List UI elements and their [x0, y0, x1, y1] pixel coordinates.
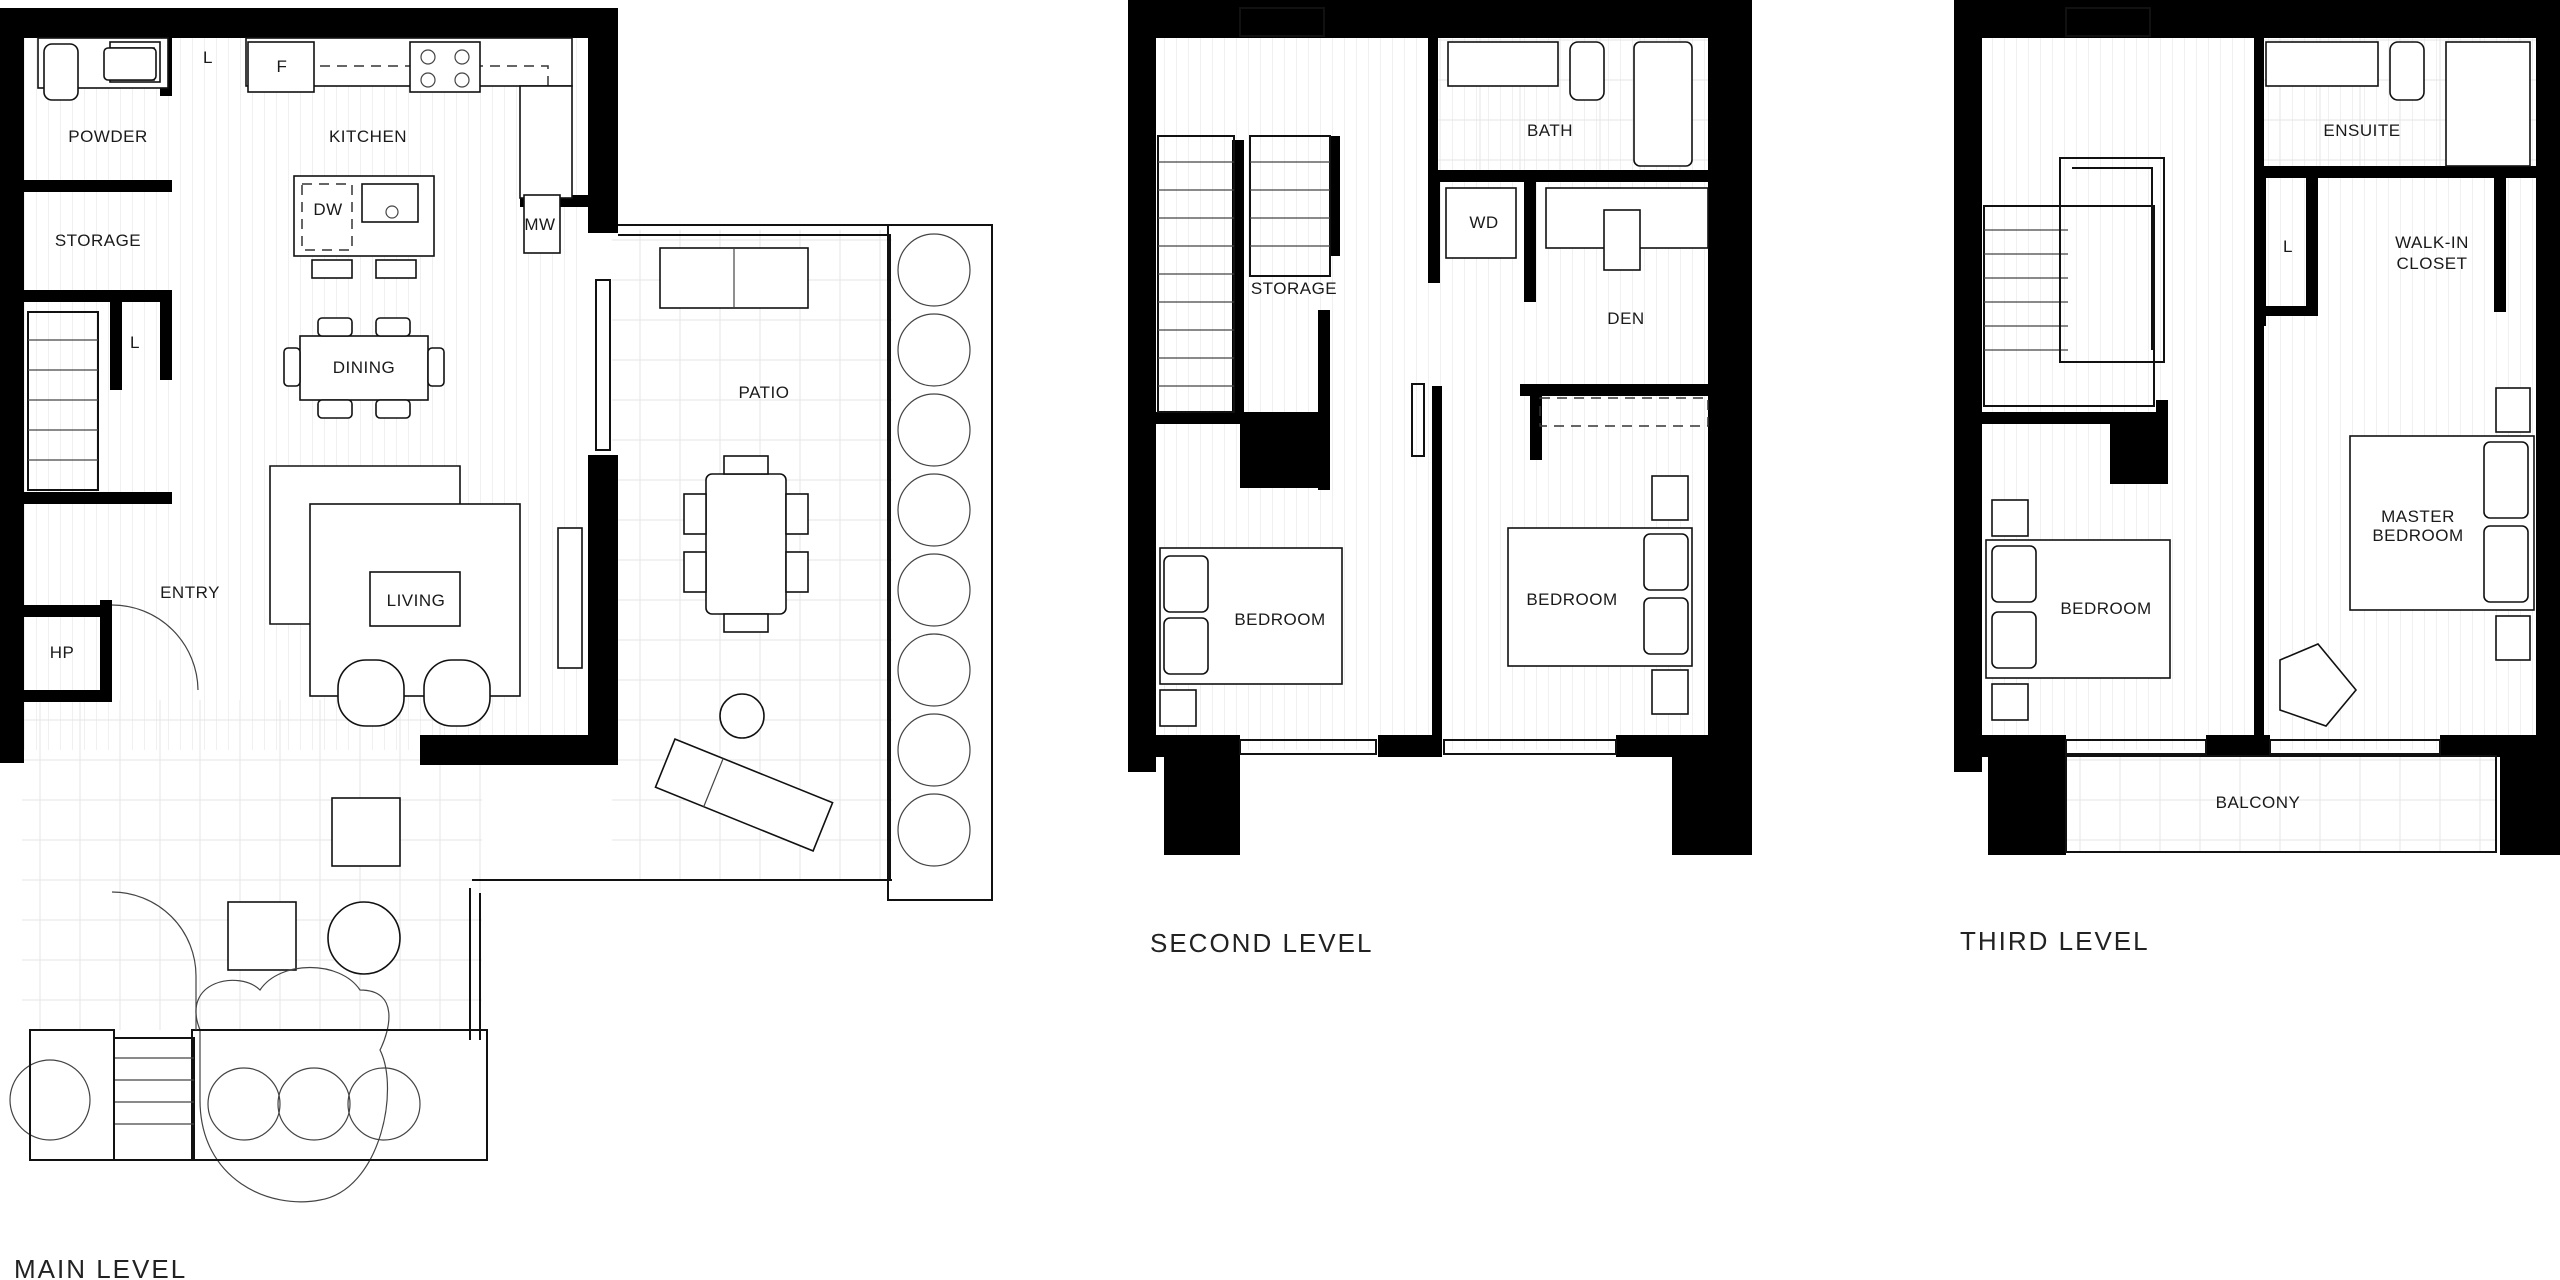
room-label-ensuite: ENSUITE	[2323, 121, 2400, 140]
room-label-bath: BATH	[1527, 121, 1573, 140]
room-label-bedroom-third: BEDROOM	[2060, 599, 2151, 618]
room-label-storage-second: STORAGE	[1251, 279, 1337, 298]
appliance-label-microwave: MW	[524, 215, 555, 234]
room-label-kitchen: KITCHEN	[329, 127, 407, 146]
level-title-main: MAIN LEVEL	[14, 1254, 187, 1280]
room-label-wd: WD	[1469, 213, 1498, 232]
room-label-walkin-closet-line1: WALK-IN	[2395, 233, 2469, 252]
room-label-master-bedroom-line2: BEDROOM	[2372, 526, 2463, 545]
room-label-living: LIVING	[387, 591, 446, 610]
second-level-plan: BATH WD STORAGE DEN BEDROOM BEDROOM SECO…	[1128, 0, 1752, 958]
appliance-label-dishwasher: DW	[313, 200, 342, 219]
room-label-patio: PATIO	[739, 383, 790, 402]
room-label-walkin-closet-line2: CLOSET	[2396, 254, 2467, 273]
appliance-label-fridge: F	[277, 57, 288, 76]
room-label-linen-main-2: L	[130, 333, 140, 352]
room-label-dining: DINING	[333, 358, 396, 377]
room-label-bedroom-second-right: BEDROOM	[1526, 590, 1617, 609]
third-level-plan: ENSUITE L WALK-IN CLOSET MASTER BEDROOM …	[1954, 0, 2560, 956]
room-label-entry: ENTRY	[160, 583, 220, 602]
room-label-balcony: BALCONY	[2216, 793, 2301, 812]
room-label-bedroom-second-left: BEDROOM	[1234, 610, 1325, 629]
room-label-hp: HP	[50, 643, 75, 662]
room-label-linen-main-1: L	[203, 48, 213, 67]
room-label-linen-third: L	[2283, 237, 2293, 256]
level-title-third: THIRD LEVEL	[1960, 926, 2150, 956]
level-title-second: SECOND LEVEL	[1150, 928, 1373, 958]
main-level-plan: POWDER KITCHEN STORAGE DINING LIVING ENT…	[0, 8, 993, 1280]
room-label-powder: POWDER	[68, 127, 148, 146]
room-label-master-bedroom-line1: MASTER	[2381, 507, 2455, 526]
room-label-den: DEN	[1607, 309, 1644, 328]
room-label-storage: STORAGE	[55, 231, 141, 250]
